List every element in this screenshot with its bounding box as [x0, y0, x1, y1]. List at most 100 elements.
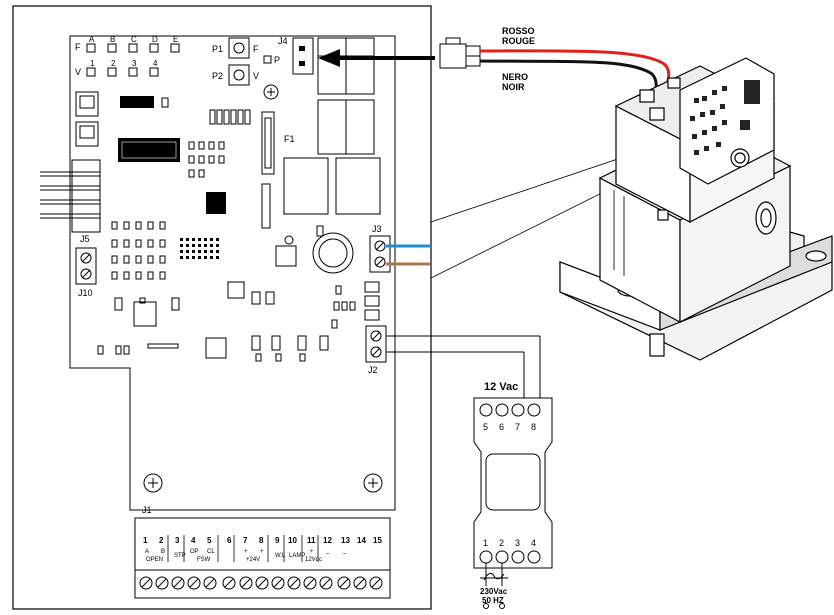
tr-top-6: 6 [499, 422, 504, 432]
j10-connector [75, 247, 97, 285]
led-p [263, 55, 272, 64]
component-grid-top [188, 141, 225, 178]
dip-switch-1[interactable] [86, 67, 96, 77]
j5-label: J5 [80, 234, 90, 244]
component-left-2 [75, 121, 99, 147]
mains-voltage: 230Vac [480, 587, 508, 596]
term-num-4: 4 [191, 536, 196, 545]
component-grid-mid [111, 221, 166, 280]
dip-switch-2[interactable] [107, 67, 117, 77]
fuse-f1 [261, 111, 275, 175]
p1-f-label: F [253, 44, 259, 54]
p1-button[interactable] [228, 37, 250, 59]
dip-label-2: 2 [111, 59, 116, 68]
dip-label-e: E [173, 35, 178, 44]
mount-hole-left [143, 473, 163, 493]
resistor-block [209, 109, 251, 125]
ic-chip-center [206, 192, 226, 214]
func-fsw: FSW [197, 557, 211, 563]
j1-terminal-block [134, 517, 391, 599]
func-12vdc: 12Vdc [305, 557, 322, 563]
j1-label: J1 [142, 505, 152, 515]
term-num-9: 9 [275, 536, 280, 545]
j2-connector [365, 325, 387, 363]
pad-array [180, 238, 219, 259]
tr-bottom-4: 4 [531, 538, 536, 548]
terminal-numbers: 1 2 3 4 5 6 7 8 9 10 11 12 13 14 15 [143, 536, 382, 545]
terminal-screws [139, 576, 383, 590]
term-num-1: 1 [143, 536, 148, 545]
black-wire-label-1: NERO [502, 72, 528, 82]
j3-connector [369, 235, 391, 273]
dip-label-c: C [131, 35, 137, 44]
plug-connector [439, 37, 481, 69]
tr-top-7: 7 [515, 422, 520, 432]
p2-v-label: V [253, 71, 259, 81]
ic-small [120, 96, 154, 108]
dip-bottom-row: 1 2 3 4 [86, 59, 159, 77]
dip-label-b: B [110, 35, 115, 44]
term-num-12: 12 [323, 536, 332, 545]
j5-connector [71, 159, 101, 233]
dip-label-a: A [89, 35, 95, 44]
func-a: A [145, 549, 149, 555]
term-num-14: 14 [357, 536, 366, 545]
term-num-10: 10 [288, 536, 297, 545]
row-label-f: F [75, 42, 81, 52]
tr-top-8: 8 [531, 422, 536, 432]
term-num-7: 7 [243, 536, 248, 545]
transformer: 12 Vac 5 6 7 8 1 2 3 4 230Vac 50 HZ [386, 335, 553, 609]
terminal-functions: A B OPEN STP OP CL FSW + + +24V W.L LAMP… [145, 549, 347, 563]
p-label: P [274, 55, 280, 65]
dip-top-row: A B C D E [86, 35, 180, 53]
j10-label: J10 [78, 288, 93, 298]
func-stp: STP [174, 553, 186, 559]
func-cl: CL [207, 549, 215, 555]
ic-8pin-bottom [205, 337, 227, 359]
term-num-3: 3 [175, 536, 180, 545]
dip-label-4: 4 [153, 59, 158, 68]
j2-label: J2 [368, 365, 378, 375]
dip-switch-e[interactable] [170, 43, 180, 53]
red-wire-label-1: ROSSO [502, 26, 535, 36]
tr-bottom-2: 2 [499, 538, 504, 548]
row-label-v: V [75, 67, 81, 77]
term-num-13: 13 [341, 536, 350, 545]
relay-left [283, 157, 329, 215]
transformer-title: 12 Vac [484, 381, 518, 393]
ic-8pin-left [133, 301, 157, 327]
mount-hole-right [363, 473, 383, 493]
term-num-8: 8 [259, 536, 264, 545]
func-plus-7: + [244, 549, 248, 555]
term-num-6: 6 [227, 536, 232, 545]
j4-connector [292, 37, 314, 75]
component-square [227, 281, 245, 299]
motor-unit [559, 57, 833, 361]
dip-switch-4[interactable] [149, 67, 159, 77]
board-outline [69, 35, 396, 511]
black-wire-label-2: NOIR [502, 82, 525, 92]
dip-switch-3[interactable] [128, 67, 138, 77]
dip-switch-c[interactable] [128, 43, 138, 53]
func-b: B [161, 549, 165, 555]
dip-switch-b[interactable] [107, 43, 117, 53]
func-open: OPEN [146, 557, 163, 563]
ic-main [118, 138, 180, 162]
dip-label-1: 1 [90, 59, 95, 68]
func-lamp: LAMP [289, 553, 305, 559]
dip-switch-a[interactable] [86, 43, 96, 53]
mains-frequency: 50 HZ [482, 596, 504, 605]
dip-switch-d[interactable] [149, 43, 159, 53]
mount-hole-top [263, 84, 279, 100]
enclosure-outline [12, 5, 432, 610]
p2-label: P2 [212, 71, 223, 81]
component-left-1 [75, 91, 99, 117]
func-plus-11: + [310, 549, 314, 555]
p2-button[interactable] [228, 64, 250, 86]
connection-arrow [318, 49, 435, 67]
func-plus-8: + [260, 549, 264, 555]
term-num-5: 5 [207, 536, 212, 545]
j4-label: J4 [278, 36, 288, 46]
func-minus-13: – [343, 551, 347, 557]
